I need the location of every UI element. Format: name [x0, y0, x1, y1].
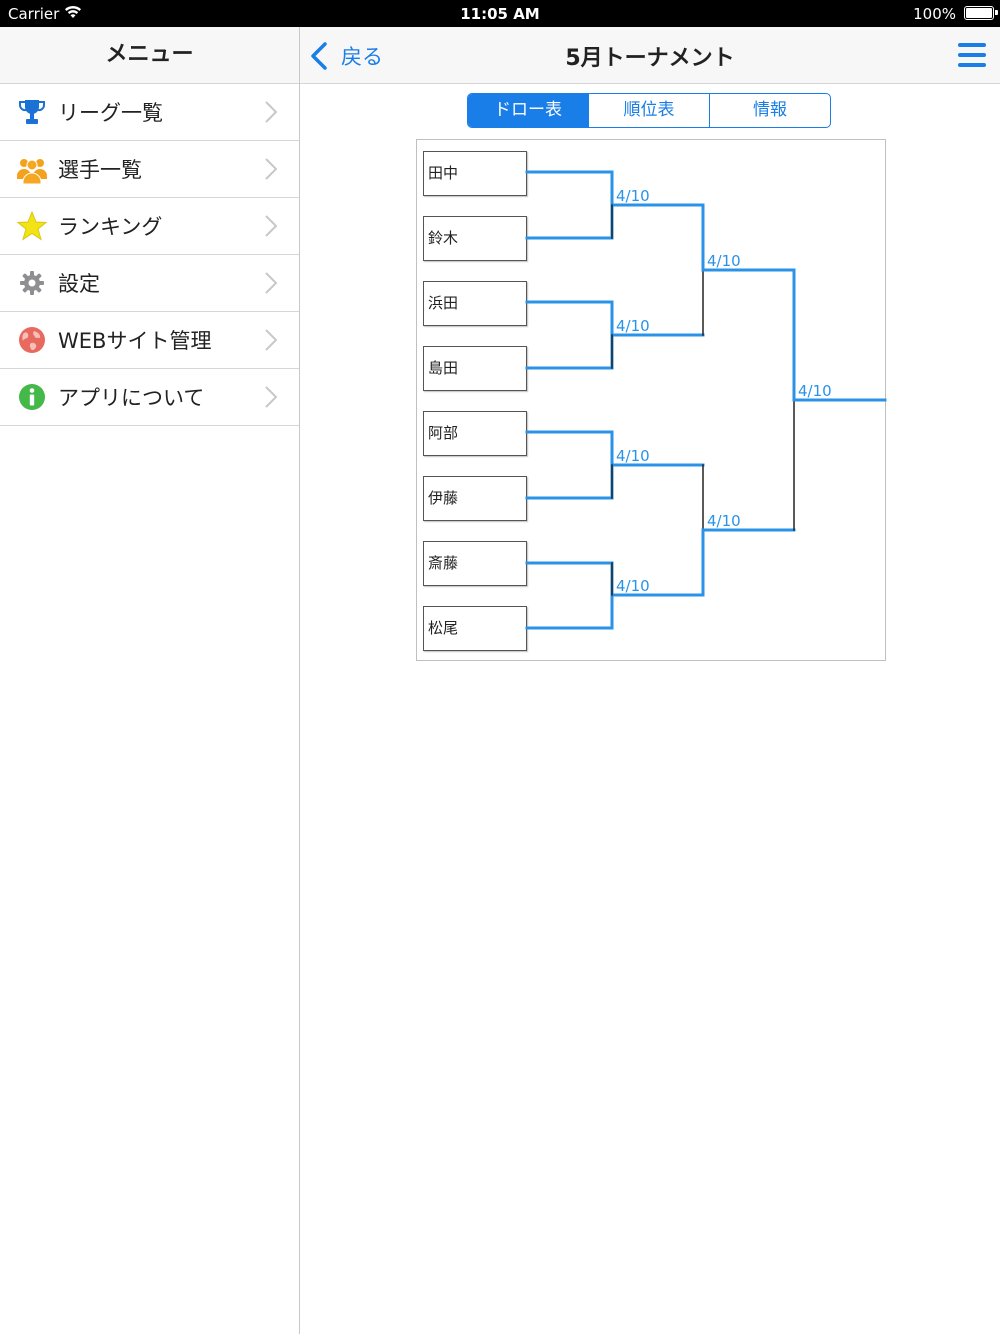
- battery-icon: [964, 6, 998, 20]
- menu-item-label: 選手一覧: [58, 158, 142, 182]
- battery-percent: 100%: [913, 5, 956, 23]
- back-label: 戻る: [341, 45, 383, 69]
- match-date-label: 4/10: [707, 252, 741, 270]
- menu-item-label: 設定: [58, 272, 100, 296]
- player-slot[interactable]: 浜田: [423, 281, 527, 326]
- match-date-label: 4/10: [616, 317, 650, 335]
- menu-pane: メニュー リーグ一覧 選手一覧 ランキング: [0, 27, 300, 1334]
- carrier-label: Carrier: [8, 5, 60, 23]
- chevron-right-icon: [265, 272, 277, 294]
- player-slot[interactable]: 田中: [423, 151, 527, 196]
- navigation-bar: 戻る 5月トーナメント: [300, 27, 1000, 84]
- menu-item-player-list[interactable]: 選手一覧: [0, 141, 299, 198]
- detail-pane: 戻る 5月トーナメント ドロー表 順位表 情報 田中 鈴木 浜田 島田 阿部 伊…: [300, 27, 1000, 1334]
- bracket-lines: 4/10 4/10 4/10 4/10 4/10 4/10 4/10: [525, 170, 887, 630]
- match-date-label: 4/10: [616, 447, 650, 465]
- menu-item-league-list[interactable]: リーグ一覧: [0, 84, 299, 141]
- view-segmented-control: ドロー表 順位表 情報: [467, 93, 831, 128]
- chevron-right-icon: [265, 101, 277, 123]
- menu-item-label: アプリについて: [58, 386, 205, 410]
- menu-item-about-app[interactable]: アプリについて: [0, 369, 299, 426]
- match-date-label: 4/10: [707, 512, 741, 530]
- menu-item-ranking[interactable]: ランキング: [0, 198, 299, 255]
- menu-item-website-admin[interactable]: WEBサイト管理: [0, 312, 299, 369]
- trophy-icon: [19, 100, 45, 124]
- player-slot[interactable]: 斎藤: [423, 541, 527, 586]
- clock: 11:05 AM: [460, 5, 540, 23]
- hamburger-menu-icon[interactable]: [958, 43, 986, 67]
- menu-item-settings[interactable]: 設定: [0, 255, 299, 312]
- tab-info[interactable]: 情報: [709, 94, 830, 127]
- tab-draw[interactable]: ドロー表: [468, 94, 588, 127]
- player-slot[interactable]: 阿部: [423, 411, 527, 456]
- chevron-left-icon: [311, 42, 327, 70]
- status-bar: Carrier 11:05 AM 100%: [0, 0, 1000, 27]
- menu-item-label: リーグ一覧: [58, 101, 163, 125]
- gear-icon: [20, 271, 44, 295]
- people-icon: [17, 159, 47, 184]
- chevron-right-icon: [265, 329, 277, 351]
- chevron-right-icon: [265, 386, 277, 408]
- chevron-right-icon: [265, 158, 277, 180]
- menu-title: メニュー: [0, 27, 299, 84]
- info-icon: [19, 384, 45, 410]
- tournament-bracket: 田中 鈴木 浜田 島田 阿部 伊藤 斎藤 松尾: [416, 139, 887, 661]
- globe-icon: [19, 327, 45, 353]
- match-date-label: 4/10: [616, 577, 650, 595]
- menu-item-label: WEBサイト管理: [58, 329, 212, 353]
- player-slot[interactable]: 鈴木: [423, 216, 527, 261]
- menu-item-label: ランキング: [58, 215, 163, 239]
- chevron-right-icon: [265, 215, 277, 237]
- wifi-icon: [65, 5, 81, 18]
- match-date-label: 4/10: [616, 187, 650, 205]
- star-icon: [17, 211, 47, 241]
- match-date-label: 4/10: [798, 382, 832, 400]
- player-slot[interactable]: 島田: [423, 346, 527, 391]
- page-title: 5月トーナメント: [565, 46, 735, 71]
- tab-standings[interactable]: 順位表: [588, 94, 709, 127]
